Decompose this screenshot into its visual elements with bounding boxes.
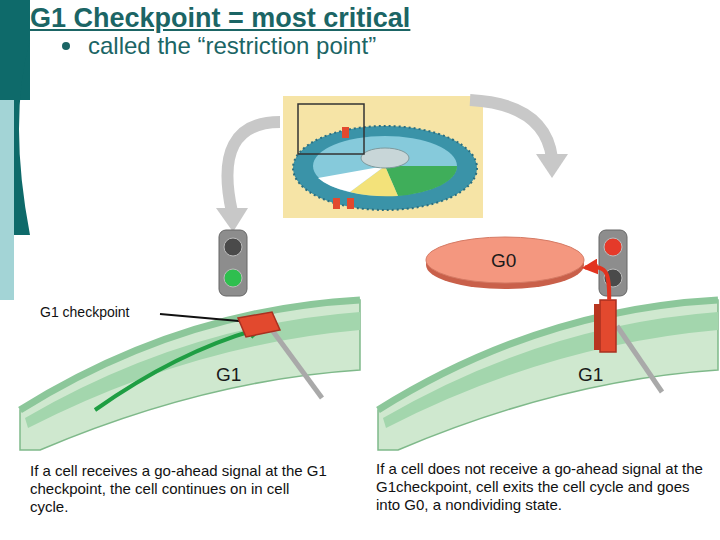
cycle-sector (318, 166, 385, 192)
sidebar-curve (0, 40, 30, 235)
zoom-arrow (470, 100, 552, 158)
clock-background (283, 96, 483, 218)
light-green (224, 269, 242, 287)
slide-title: G1 Checkpoint = most critical (30, 3, 500, 34)
light-red (604, 238, 622, 256)
checkpoint-marker (347, 198, 354, 209)
phase-label: G1 (578, 364, 603, 386)
cycle-sector (350, 166, 398, 196)
zoom-arrowhead (216, 208, 248, 232)
leader-line (160, 314, 250, 322)
band-strip (383, 312, 718, 428)
phase-disc: G0 (425, 234, 585, 290)
cycle-band (20, 300, 360, 450)
proceed-arrow (95, 328, 262, 410)
sidebar-bar (0, 0, 30, 100)
traffic-light (599, 230, 627, 296)
gate-rod (617, 326, 662, 392)
phase-label: G0 (491, 250, 516, 272)
phase-label: G1 (216, 364, 241, 386)
subtitle-text: called the “restriction point” (88, 32, 528, 60)
zoom-arrow (227, 122, 280, 212)
node-shape (378, 300, 718, 450)
cycle-inner (313, 136, 457, 196)
light-off (604, 269, 622, 287)
clock-hub (361, 148, 409, 168)
gate-rod (272, 330, 322, 398)
cycle-band: G1 (378, 300, 718, 450)
band-strip (25, 312, 360, 428)
zoom-arrowhead (536, 154, 568, 178)
traffic-light (219, 230, 247, 296)
caption-text: If a cell does not receive a go-ahead si… (376, 460, 716, 514)
exit-arrow (585, 267, 609, 300)
cycle-ring (293, 126, 477, 210)
checkpoint-gate (238, 312, 280, 337)
cycle-band (378, 300, 718, 450)
cycle-band: G1 (20, 300, 360, 450)
checkpoint-gate (600, 300, 616, 352)
clock-frame (298, 104, 364, 154)
band-edge (20, 300, 360, 410)
cycle-sector (385, 166, 457, 196)
light-off (224, 238, 242, 256)
band-edge (378, 300, 718, 410)
disc-rim (426, 241, 584, 289)
node-shape (20, 300, 360, 450)
gate-side (594, 304, 600, 350)
caption-text: If a cell receives a go-ahead signal at … (30, 462, 330, 516)
disc-top (426, 237, 584, 283)
bullet-dot (62, 42, 70, 50)
node-shape (425, 234, 585, 290)
callout-label: G1 checkpoint (40, 304, 170, 320)
checkpoint-marker (342, 127, 349, 138)
sidebar-strip (0, 100, 14, 300)
checkpoint-marker (333, 198, 340, 209)
